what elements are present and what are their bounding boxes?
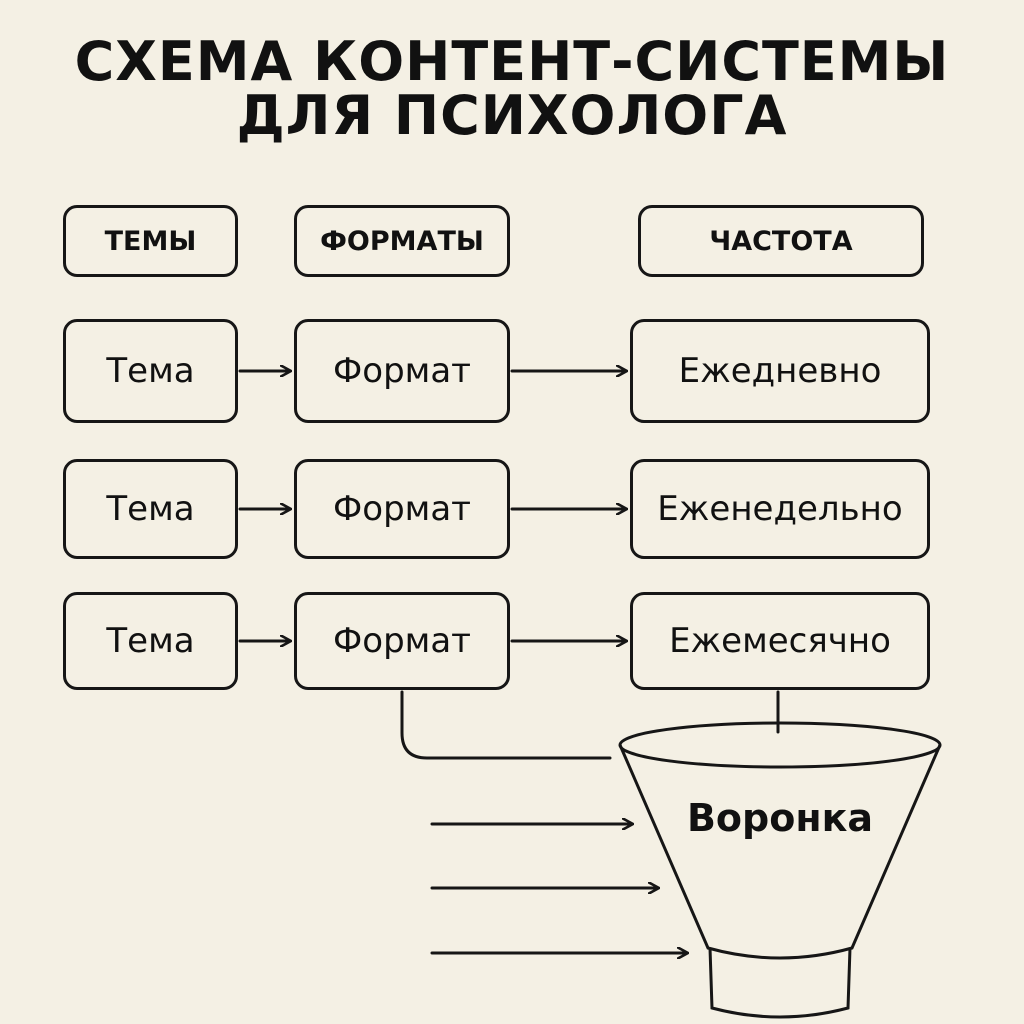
diagram-title-line-2: ДЛЯ ПСИХОЛОГА [236,84,788,147]
frequency-box-daily: Ежедневно [630,319,930,423]
format-box-3: Формат [294,592,510,690]
diagram-title-line-1: СХЕМА КОНТЕНТ-СИСТЕМЫ [74,30,950,93]
topic-box-1: Тема [63,319,238,423]
frequency-box-weekly: Еженедельно [630,459,930,559]
header-formats: ФОРМАТЫ [294,205,510,277]
format-box-1: Формат [294,319,510,423]
header-frequency: ЧАСТОТА [638,205,924,277]
topic-box-3: Тема [63,592,238,690]
header-topics: ТЕМЫ [63,205,238,277]
connector-format-to-funnel [400,690,612,760]
funnel-shape [618,721,942,1019]
topic-box-2: Тема [63,459,238,559]
frequency-box-monthly: Ежемесячно [630,592,930,690]
funnel-label: Воронка [686,796,874,840]
format-box-2: Формат [294,459,510,559]
